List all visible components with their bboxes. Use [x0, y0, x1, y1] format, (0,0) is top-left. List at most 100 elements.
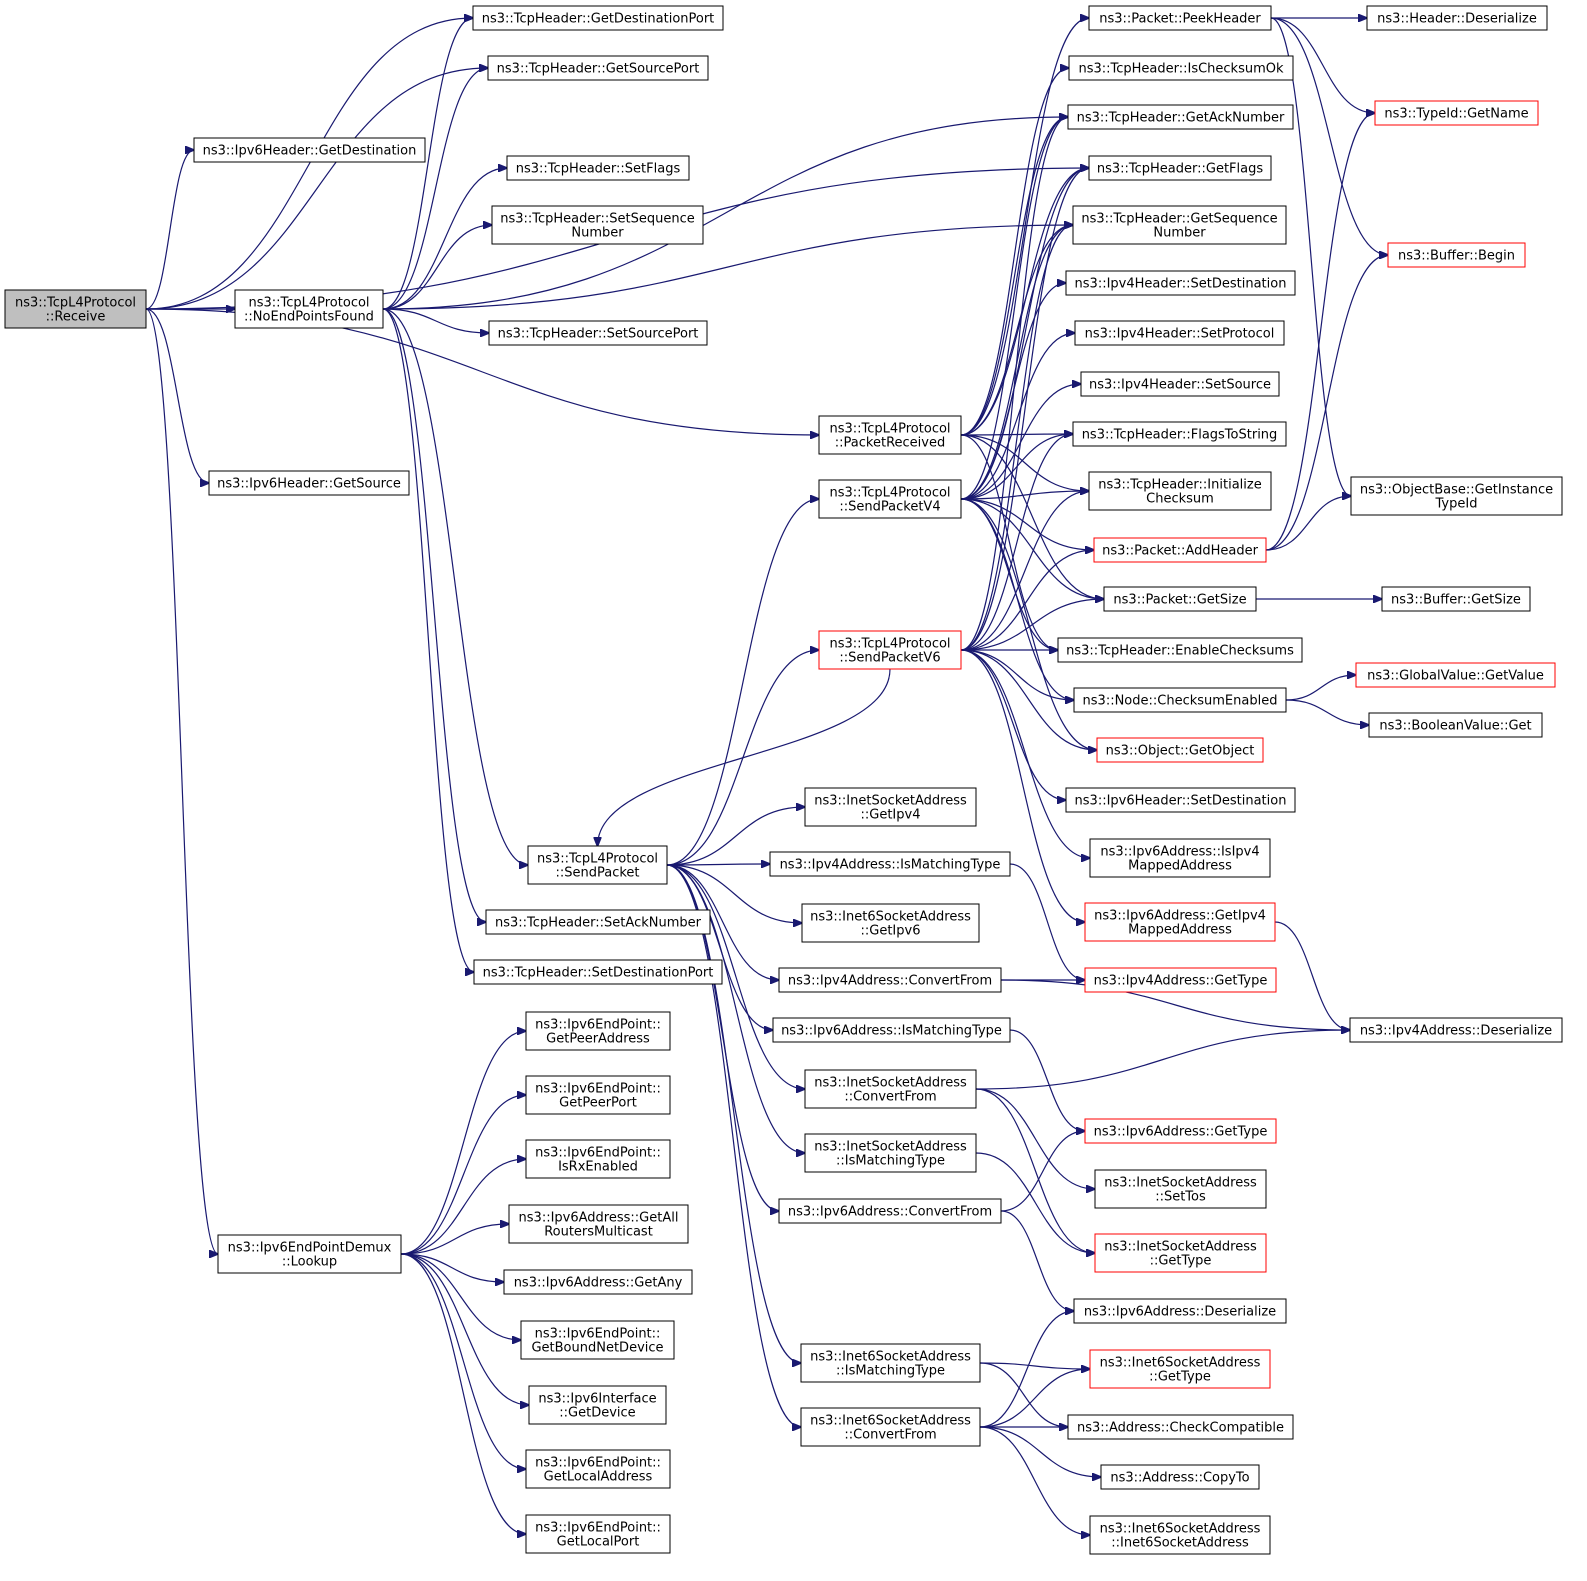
node-noEndPointsFound[interactable]: ns3::TcpL4Protocol::NoEndPointsFound	[234, 289, 384, 329]
node-ipv4IsMatchingType[interactable]: ns3::Ipv4Address::IsMatchingType	[769, 851, 1011, 877]
node-inet6ConvertFrom[interactable]: ns3::Inet6SocketAddress::ConvertFrom	[800, 1407, 981, 1447]
node-inetGetIpv4[interactable]: ns3::InetSocketAddress::GetIpv4	[804, 787, 977, 827]
node-epGetBoundNetDevice[interactable]: ns3::Ipv6EndPoint::GetBoundNetDevice	[520, 1320, 675, 1360]
node-ipv4GetType[interactable]: ns3::Ipv4Address::GetType	[1084, 967, 1277, 993]
node-inetConvertFrom[interactable]: ns3::InetSocketAddress::ConvertFrom	[804, 1069, 977, 1109]
call-edge	[382, 68, 488, 310]
node-label: ns3::TcpHeader::FlagsToString	[1082, 428, 1278, 443]
node-tcpSetFlags[interactable]: ns3::TcpHeader::SetFlags	[506, 155, 690, 181]
node-sendPacketV6[interactable]: ns3::TcpL4Protocol::SendPacketV6	[818, 630, 962, 670]
node-sendPacketV4[interactable]: ns3::TcpL4Protocol::SendPacketV4	[818, 479, 962, 519]
node-label: ns3::TcpHeader::SetFlags	[516, 162, 681, 177]
node-ipv6GetDestination[interactable]: ns3::Ipv6Header::GetDestination	[193, 137, 426, 163]
node-label: ns3::Inet6SocketAddress	[810, 910, 971, 925]
node-ipv4ConvertFrom[interactable]: ns3::Ipv4Address::ConvertFrom	[778, 967, 1002, 993]
node-ipv4Deserialize[interactable]: ns3::Ipv4Address::Deserialize	[1349, 1017, 1563, 1043]
call-edge	[960, 491, 1089, 500]
node-checkCompatible[interactable]: ns3::Address::CheckCompatible	[1067, 1414, 1294, 1440]
node-label: ns3::TcpHeader::SetSourcePort	[498, 327, 699, 342]
node-label: ns3::InetSocketAddress	[814, 1140, 967, 1155]
node-checksumEnabled[interactable]: ns3::Node::ChecksumEnabled	[1073, 687, 1287, 713]
node-label: ns3::Ipv6Header::GetDestination	[203, 144, 417, 159]
node-sendPacket[interactable]: ns3::TcpL4Protocol::SendPacket	[527, 845, 668, 885]
node-tcpSetSourcePort[interactable]: ns3::TcpHeader::SetSourcePort	[488, 320, 708, 346]
call-edge	[960, 333, 1075, 500]
node-ifaceGetDevice[interactable]: ns3::Ipv6Interface::GetDevice	[528, 1385, 667, 1425]
node-label: ns3::Ipv6EndPoint::	[535, 1082, 661, 1097]
node-lookup[interactable]: ns3::Ipv6EndPointDemux::Lookup	[217, 1234, 402, 1274]
node-getFlags[interactable]: ns3::TcpHeader::GetFlags	[1088, 155, 1272, 181]
node-globalGetValue[interactable]: ns3::GlobalValue::GetValue	[1355, 662, 1556, 688]
node-inet6Ctor[interactable]: ns3::Inet6SocketAddress::Inet6SocketAddr…	[1089, 1515, 1271, 1555]
node-inetGetType[interactable]: ns3::InetSocketAddress::GetType	[1094, 1233, 1267, 1273]
node-getObject[interactable]: ns3::Object::GetObject	[1096, 737, 1264, 763]
node-packetGetSize[interactable]: ns3::Packet::GetSize	[1103, 586, 1257, 612]
node-ipv6GetAny[interactable]: ns3::Ipv6Address::GetAny	[503, 1269, 693, 1295]
node-copyTo[interactable]: ns3::Address::CopyTo	[1100, 1464, 1260, 1490]
node-ipv6SetDestination[interactable]: ns3::Ipv6Header::SetDestination	[1065, 787, 1296, 813]
node-ipv6GetSource[interactable]: ns3::Ipv6Header::GetSource	[208, 470, 410, 496]
call-edge	[1270, 17, 1375, 113]
node-inet6GetType[interactable]: ns3::Inet6SocketAddress::GetType	[1089, 1349, 1271, 1389]
node-epGetLocalAddress[interactable]: ns3::Ipv6EndPoint::GetLocalAddress	[525, 1449, 671, 1489]
node-typeIdGetName[interactable]: ns3::TypeId::GetName	[1374, 100, 1539, 126]
call-edge	[382, 308, 528, 865]
node-headerDeserialize[interactable]: ns3::Header::Deserialize	[1366, 5, 1548, 31]
node-label: ns3::Inet6SocketAddress	[810, 1414, 971, 1429]
node-label: ::Lookup	[282, 1255, 337, 1270]
node-getAckNumber[interactable]: ns3::TcpHeader::GetAckNumber	[1067, 104, 1294, 130]
node-isChecksumOk[interactable]: ns3::TcpHeader::IsChecksumOk	[1068, 55, 1294, 81]
node-tcpGetSourcePort[interactable]: ns3::TcpHeader::GetSourcePort	[487, 55, 709, 81]
call-edge	[382, 225, 492, 310]
call-edge	[1274, 921, 1350, 1030]
call-edge	[975, 1030, 1350, 1090]
node-inetIsMatchingType[interactable]: ns3::InetSocketAddress::IsMatchingType	[804, 1133, 977, 1173]
call-edge	[1000, 1210, 1074, 1311]
node-tcpGetDestinationPort[interactable]: ns3::TcpHeader::GetDestinationPort	[472, 5, 724, 31]
call-edge	[960, 434, 1104, 599]
call-edge	[1265, 496, 1351, 551]
node-ipv4SetProtocol[interactable]: ns3::Ipv4Header::SetProtocol	[1074, 320, 1285, 346]
node-tcpSetAckNumber[interactable]: ns3::TcpHeader::SetAckNumber	[485, 909, 711, 935]
node-label: IsRxEnabled	[558, 1160, 638, 1175]
node-ipv4SetSource[interactable]: ns3::Ipv4Header::SetSource	[1080, 371, 1280, 397]
node-inetSetTos[interactable]: ns3::InetSocketAddress::SetTos	[1094, 1169, 1267, 1209]
node-ipv6Deserialize[interactable]: ns3::Ipv6Address::Deserialize	[1073, 1298, 1287, 1324]
node-flagsToString[interactable]: ns3::TcpHeader::FlagsToString	[1072, 421, 1287, 447]
node-inet6IsMatchingType[interactable]: ns3::Inet6SocketAddress::IsMatchingType	[800, 1343, 981, 1383]
call-edge	[979, 1362, 1090, 1369]
node-label: ::GetDevice	[559, 1406, 635, 1421]
node-label: ns3::TcpHeader::GetSequence	[1081, 212, 1277, 227]
node-bufferBegin[interactable]: ns3::Buffer::Begin	[1387, 242, 1526, 268]
node-ipv4SetDestination[interactable]: ns3::Ipv4Header::SetDestination	[1065, 270, 1296, 296]
node-tcpSetDestinationPort[interactable]: ns3::TcpHeader::SetDestinationPort	[473, 959, 723, 985]
node-ipv6IsMatchingType[interactable]: ns3::Ipv6Address::IsMatchingType	[772, 1017, 1011, 1043]
node-peekHeader[interactable]: ns3::Packet::PeekHeader	[1088, 5, 1272, 31]
node-epGetLocalPort[interactable]: ns3::Ipv6EndPoint::GetLocalPort	[525, 1514, 671, 1554]
node-epGetPeerPort[interactable]: ns3::Ipv6EndPoint::GetPeerPort	[525, 1075, 671, 1115]
node-inet6GetIpv6[interactable]: ns3::Inet6SocketAddress::GetIpv6	[801, 903, 980, 943]
node-receive[interactable]: ns3::TcpL4Protocol::Receive	[4, 289, 147, 329]
node-ipv6ConvertFrom[interactable]: ns3::Ipv6Address::ConvertFrom	[778, 1198, 1002, 1224]
node-ipv6GetType[interactable]: ns3::Ipv6Address::GetType	[1084, 1118, 1277, 1144]
call-edge	[666, 864, 805, 1153]
node-label: ns3::Ipv4Address::GetType	[1094, 974, 1268, 989]
node-addHeader[interactable]: ns3::Packet::AddHeader	[1093, 537, 1267, 563]
node-label: ::IsMatchingType	[836, 1364, 945, 1379]
node-epGetPeerAddress[interactable]: ns3::Ipv6EndPoint::GetPeerAddress	[525, 1011, 671, 1051]
node-packetReceived[interactable]: ns3::TcpL4Protocol::PacketReceived	[818, 415, 962, 455]
node-label: ns3::InetSocketAddress	[1104, 1240, 1257, 1255]
node-bufferGetSize[interactable]: ns3::Buffer::GetSize	[1381, 586, 1531, 612]
node-label: ns3::Ipv6Address::Deserialize	[1084, 1305, 1276, 1320]
call-edge	[960, 434, 1058, 650]
node-epIsRxEnabled[interactable]: ns3::Ipv6EndPoint::IsRxEnabled	[525, 1139, 671, 1179]
node-enableChecksums[interactable]: ns3::TcpHeader::EnableChecksums	[1057, 637, 1303, 663]
node-booleanGet[interactable]: ns3::BooleanValue::Get	[1368, 712, 1543, 738]
